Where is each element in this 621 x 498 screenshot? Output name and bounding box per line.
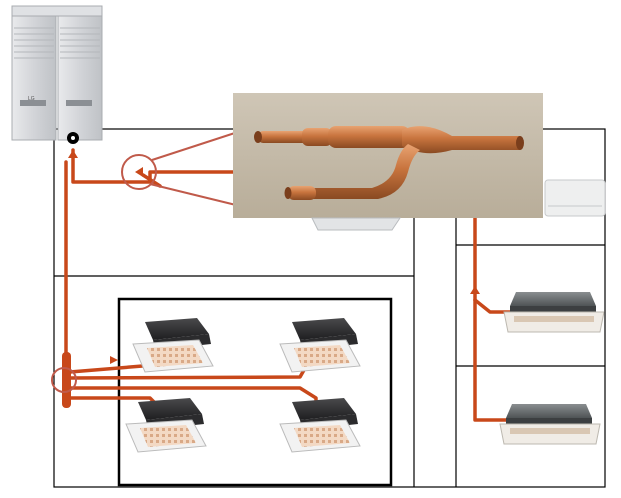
- right-riser-pipe: [473, 288, 514, 422]
- one-way-cassette-unit-icon: [503, 292, 605, 333]
- one-way-cassette-unit-icon: [499, 404, 601, 445]
- arrow-right-cassette: [110, 356, 118, 364]
- callout-leader-bottom: [149, 183, 241, 207]
- distribution-header: [62, 352, 71, 408]
- cassette-room: [117, 297, 393, 487]
- ceiling-cassette-unit-icon: [279, 398, 361, 453]
- callout-leader-top: [151, 129, 245, 161]
- ceiling-cassette-unit-icon: [132, 318, 214, 373]
- outdoor-unit-brand-mark: LG: [28, 96, 35, 102]
- ceiling-cassette-unit-icon: [125, 398, 207, 453]
- header-branch-return: [141, 173, 162, 188]
- upper-header-pipe: [71, 148, 235, 184]
- flow-arrows: [68, 150, 480, 364]
- right-branch-upper: [473, 298, 514, 314]
- wall-mounted-unit-icon: [544, 179, 606, 217]
- ducted-units: [499, 292, 605, 445]
- branch-callout-circle-lower: [51, 367, 77, 393]
- branch-callout-circle-upper: [121, 154, 157, 190]
- outdoor-unit-icon: LG: [11, 5, 103, 141]
- arrow-left-header: [135, 167, 143, 177]
- callout-markers: [51, 129, 245, 393]
- header-to-right-pipe: [453, 213, 477, 292]
- copper-y-branch-pipe-icon: [254, 126, 524, 200]
- upper-room-indoor-unit-icon: [311, 217, 401, 231]
- cassette-units: [125, 318, 361, 453]
- arrow-up-riser: [68, 150, 78, 158]
- ceiling-cassette-unit-icon: [279, 318, 361, 373]
- branch-pipe-photo: [233, 93, 543, 218]
- arrow-up-right: [470, 286, 480, 294]
